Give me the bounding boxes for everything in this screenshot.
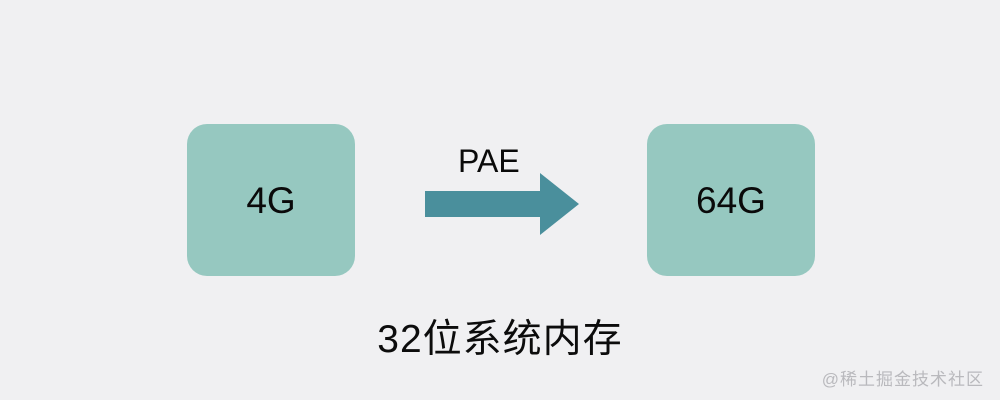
- right-arrow-icon: [425, 173, 579, 235]
- watermark: @稀土掘金技术社区: [821, 370, 984, 389]
- memory-box-after: 64G: [647, 124, 815, 276]
- diagram-caption: 32位系统内存: [377, 318, 623, 361]
- memory-box-before: 4G: [187, 124, 355, 276]
- memory-box-after-label: 64G: [696, 179, 766, 221]
- memory-box-before-label: 4G: [246, 179, 296, 221]
- transition-arrow-group: PAE: [425, 145, 581, 237]
- transition-label: PAE: [458, 143, 520, 179]
